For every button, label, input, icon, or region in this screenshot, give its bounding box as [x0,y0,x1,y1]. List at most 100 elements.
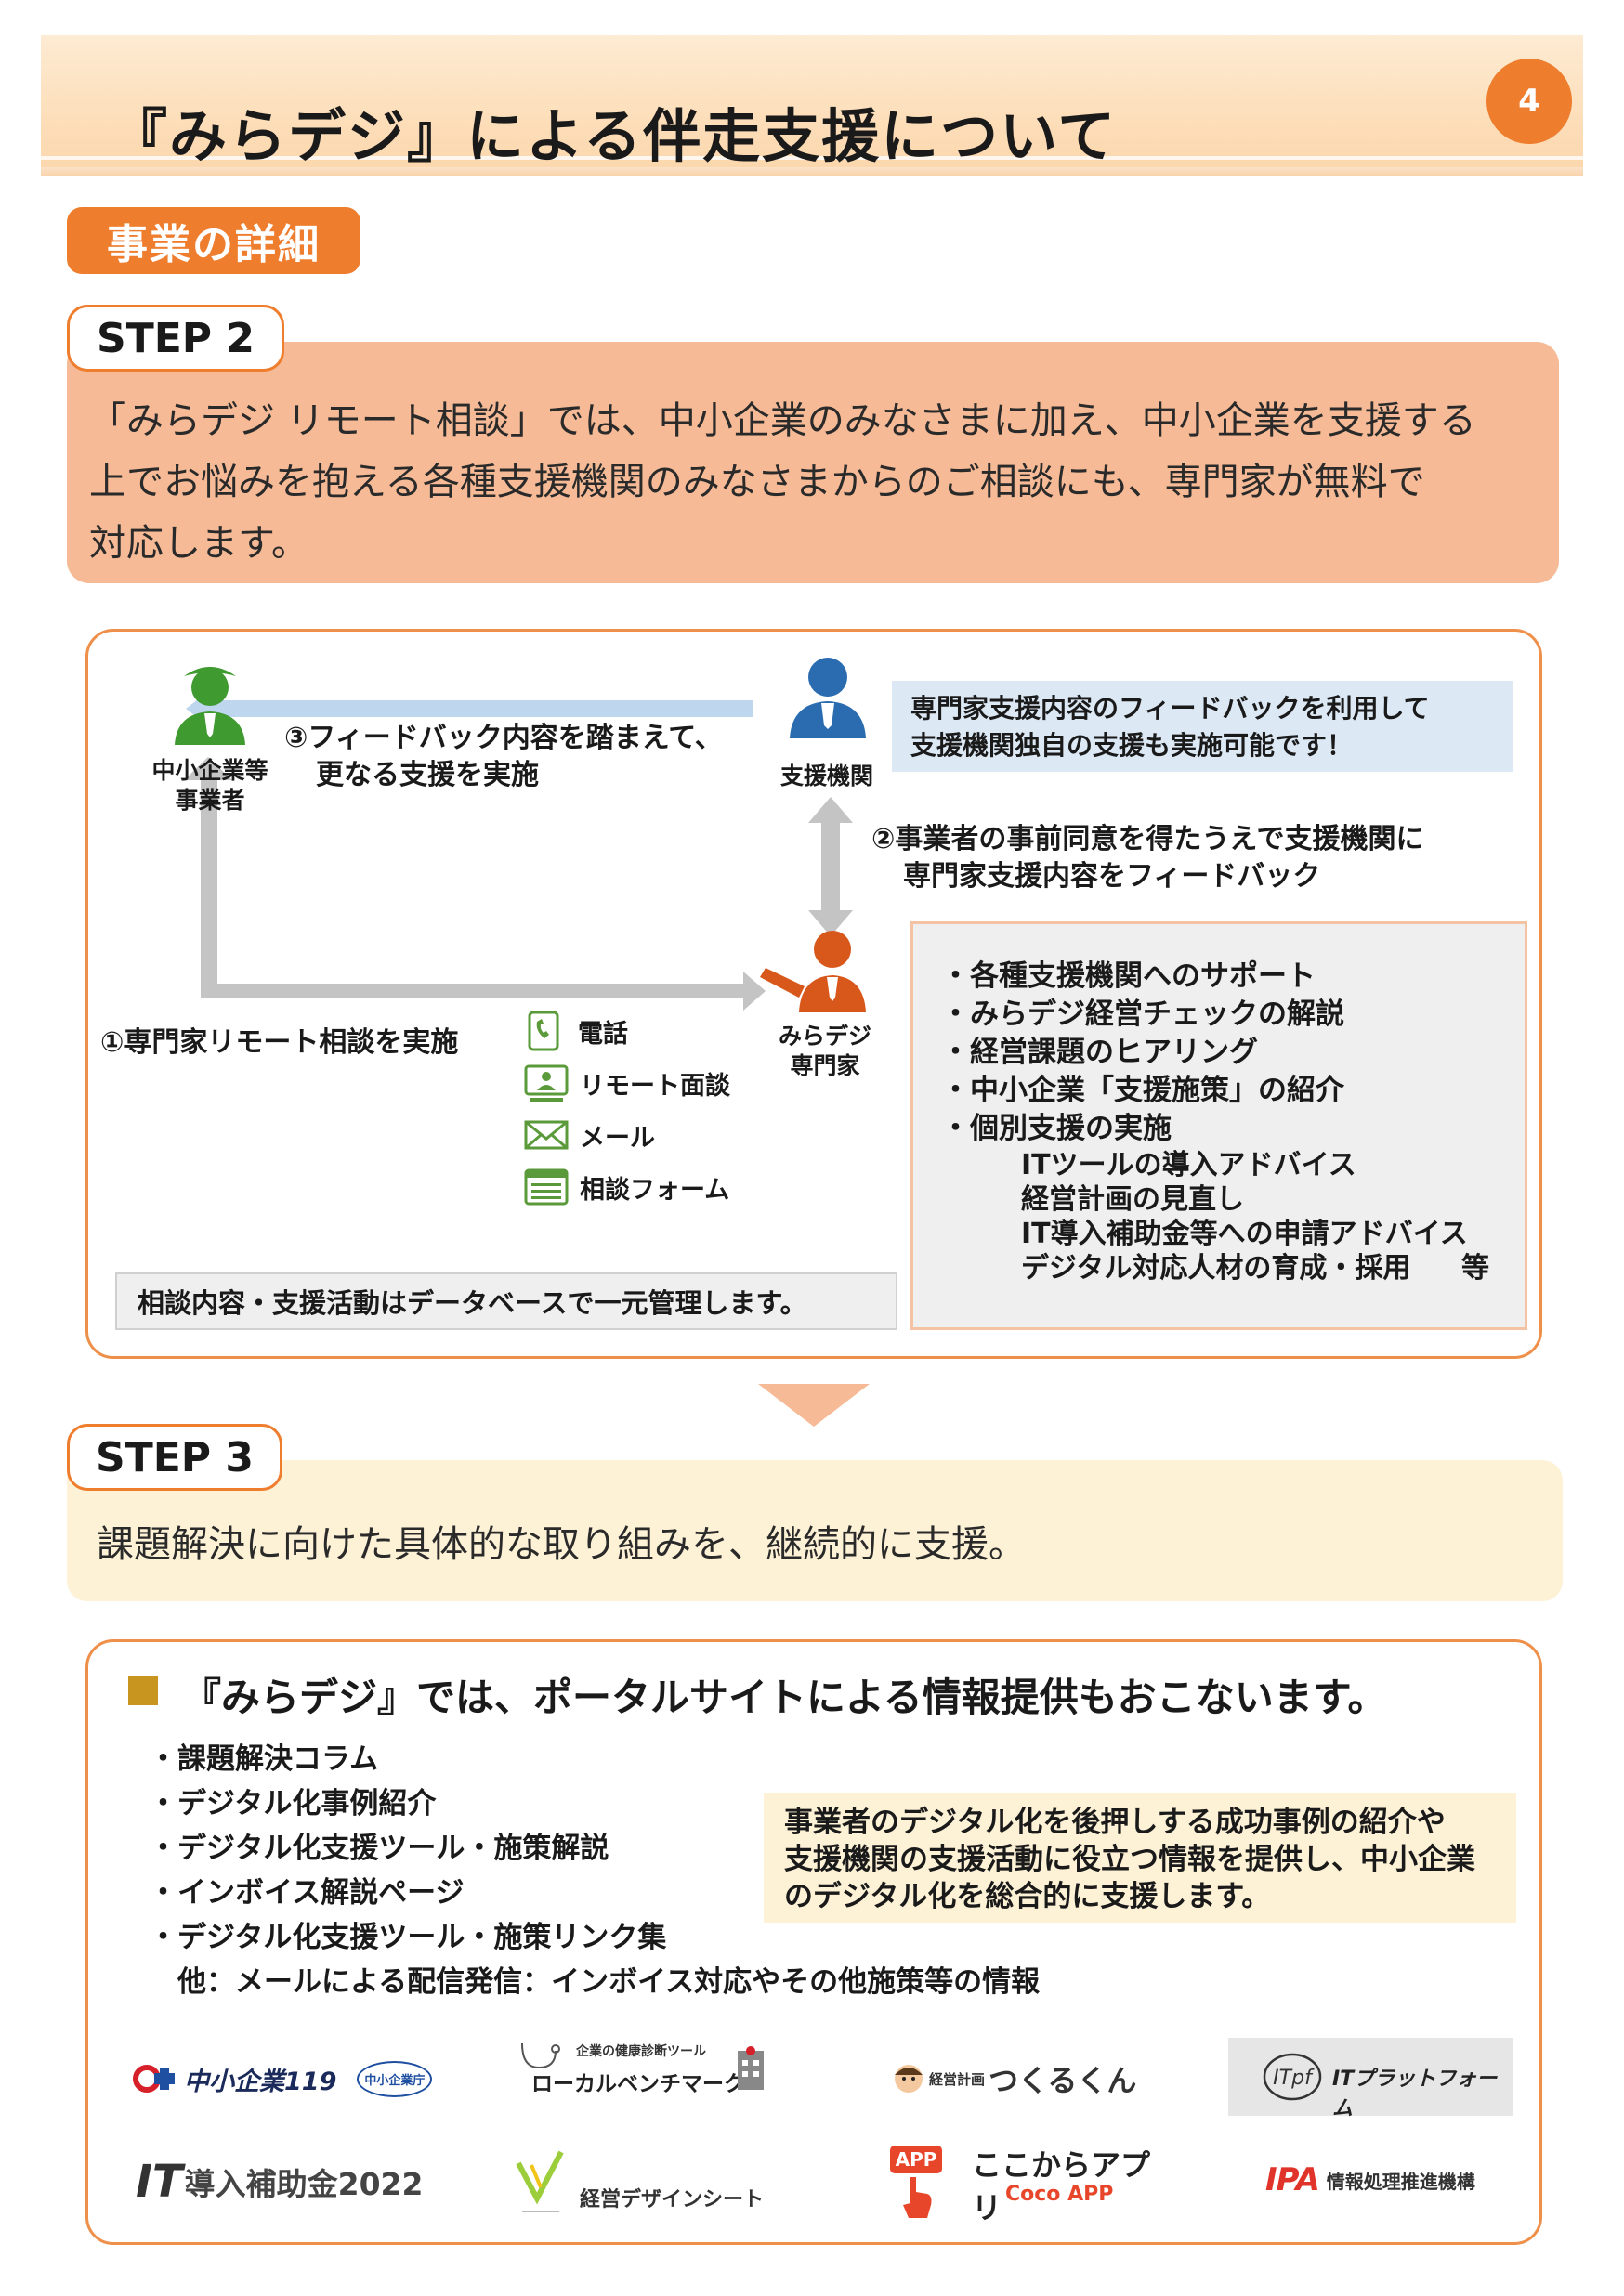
portal-panel [85,1639,1542,2245]
step2-line: 対応します。 [89,522,308,565]
itpf-mark-text: ITpf [1273,2067,1315,2090]
portal-item: ・デジタル化支援ツール・施策リンク集 [149,1921,667,1954]
step3-panel [67,1460,1563,1601]
portal-item: 他：メールによる配信発信：インボイス対応やその他施策等の情報 [149,1965,1041,1999]
consult-arrow-gray [184,757,766,1011]
portal-item: ・デジタル化支援ツール・施策解説 [149,1832,609,1865]
design-sheet-text: 経営デザインシート [580,2188,765,2211]
coco-app-text: Coco APP [1005,2183,1114,2206]
video-call-icon [524,1064,569,1102]
ipa-text: IPA [1265,2161,1320,2198]
header-band [41,35,1583,167]
support-item: ・経営課題のヒアリング [941,1036,1258,1069]
expert-label-line1: みらデジ [778,1023,871,1050]
flow-step3-line1: ③フィードバック内容を踏まえて、 [284,722,723,754]
expert-label-line2: 専門家 [790,1052,860,1079]
expert-support-list: ・各種支援機関へのサポート ・みらデジ経営チェックの解説 ・経営課題のヒアリング… [910,921,1527,1330]
step3-tab: STEP 3 [67,1424,282,1491]
chusho119-logo[interactable]: 中小企業119 中小企業庁 [132,2053,433,2105]
stethoscope-icon [521,2042,560,2069]
portal-note-line: 支援機関の支援活動に役立つ情報を提供し、中小企業 [784,1843,1475,1876]
portal-item: ・インボイス解説ページ [149,1876,465,1910]
building-icon [738,2046,764,2090]
ipa-org-text: 情報処理推進機構 [1326,2170,1475,2193]
support-item: ・各種支援機関へのサポート [941,959,1316,993]
expert-person-icon [760,931,866,1012]
flow-step3-text: ③フィードバック内容を踏まえて、 更なる支援を実施 [284,720,723,794]
support-subitem: デジタル対応人材の育成・採用 [1021,1252,1411,1285]
expert-label: みらデジ 専門家 [760,1022,890,1081]
mail-icon [524,1120,569,1150]
tsukuru-text: つくるくん [989,2063,1137,2098]
portal-item: ・課題解決コラム [149,1742,379,1776]
step2-description: 「みらデジ リモート相談」では、中小企業のみなさまに加え、中小企業を支援する 上… [89,390,1539,574]
channel-list: 電話 リモート面談 メール 相談フォーム [524,1005,730,1213]
feedback-note-line1: 専門家支援内容のフィードバックを利用して [910,693,1430,724]
benchmark-text: ローカルベンチマーク [531,2072,745,2096]
it-platform-logo[interactable]: ITpf ITプラットフォーム [1228,2038,1513,2120]
character-face-icon [895,2065,923,2093]
sme-label-line1: 中小企業等 [151,757,268,784]
flow-step2-line1: ②事業者の事前同意を得たうえで支援機関に [871,823,1424,855]
step3-description: 課題解決に向けた具体的な取り組みを、継続的に支援。 [97,1523,1026,1566]
support-subitem-last: デジタル対応人材の育成・採用 等 [941,1251,1525,1285]
chusho-agency-badge: 中小企業庁 [357,2060,433,2097]
portal-note: 事業者のデジタル化を後押しする成功事例の紹介や 支援機関の支援活動に役立つ情報を… [764,1793,1516,1923]
feedback-note-line2: 支援機関独自の支援も実施可能です！ [910,730,1354,761]
section-badge: 事業の詳細 [67,207,360,274]
page-number-badge: 4 [1486,59,1572,144]
chusho119-mark-icon [133,2065,175,2093]
channel-mail-label: メール [580,1123,655,1153]
tsukuru-kun-logo[interactable]: 経営計画 つくるくん [892,2053,1136,2105]
it2022-it-text: IT [136,2156,183,2208]
local-benchmark-logo[interactable]: 企業の健康診断ツール ローカルベンチマーク [518,2036,769,2110]
bullet-square-icon [128,1676,158,1705]
flow-arrows [184,687,853,1011]
kokokara-text: ここからアプリ [972,2147,1151,2225]
flow-step1-text: ①専門家リモート相談を実施 [100,1026,459,1059]
support-org-label: 支援機関 [779,763,873,789]
sme-label: 中小企業等 事業者 [138,756,282,815]
support-subitem: 経営計画の見直し [1021,1183,1244,1216]
sme-label-line2: 事業者 [175,787,245,814]
channel-phone-label: 電話 [578,1019,628,1049]
design-sheet-logo[interactable]: 経営デザインシート [513,2142,764,2222]
flow-step3-line2: 更なる支援を実施 [316,759,539,791]
channel-form-label: 相談フォーム [580,1175,730,1205]
pointing-hand-icon [903,2177,932,2218]
support-etc: 等 [1461,1252,1489,1285]
support-item: ・中小企業「支援施策」の紹介 [941,1074,1344,1107]
portal-note-line: 事業者のデジタル化を後押しする成功事例の紹介や [784,1806,1446,1839]
portal-note-line: のデジタル化を総合的に支援します。 [784,1880,1271,1913]
app-badge: APP [890,2146,942,2173]
portal-content-list: ・課題解決コラム ・デジタル化事例紹介 ・デジタル化支援ツール・施策解説 ・イン… [149,1737,1040,2004]
header-underline [41,167,1583,176]
header-divider [41,156,1583,160]
it-subsidy-2022-logo[interactable]: IT 導入補助金2022 [136,2153,423,2211]
benchmark-caption: 企業の健康診断ツール [576,2044,706,2059]
portal-item: ・デジタル化事例紹介 [149,1787,437,1820]
flow-step2-line2: 専門家支援内容をフィードバック [903,860,1321,893]
ipa-logo[interactable]: IPA 情報処理推進機構 [1265,2153,1475,2207]
step2-line: 「みらデジ リモート相談」では、中小企業のみなさまに加え、中小企業を支援する [89,399,1476,442]
double-arrow-gray [808,797,853,936]
itpf-globe-icon: ITpf [1263,2053,1322,2101]
tsukuru-prefix: 経営計画 [929,2070,986,2088]
channel-phone: 電話 [524,1005,730,1057]
database-note: 相談内容・支援活動はデータベースで一元管理します。 [115,1272,897,1330]
flow-step2-text: ②事業者の事前同意を得たうえで支援機関に 専門家支援内容をフィードバック [871,821,1424,895]
kokokara-app-logo[interactable]: APP ここからアプリ Coco APP [890,2138,1169,2225]
chusho119-text: 中小企業119 [184,2067,337,2096]
support-item: ・みらデジ経営チェックの解説 [941,998,1344,1031]
channel-mail: メール [524,1109,730,1161]
channel-remote: リモート面談 [524,1057,730,1109]
it2022-text: 導入補助金2022 [184,2166,424,2202]
itpf-text: ITプラットフォーム [1332,2068,1498,2120]
down-arrow [758,1384,870,1427]
feedback-arrow-blue [186,687,753,730]
support-subitem: IT導入補助金等への申請アドバイス [1021,1218,1468,1250]
channel-form: 相談フォーム [524,1161,730,1213]
channel-remote-label: リモート面談 [580,1071,730,1101]
step2-line: 上でお悩みを抱える各種支援機関のみなさまからのご相談にも、専門家が無料で [89,461,1425,503]
support-item: ・個別支援の実施 [941,1112,1172,1145]
